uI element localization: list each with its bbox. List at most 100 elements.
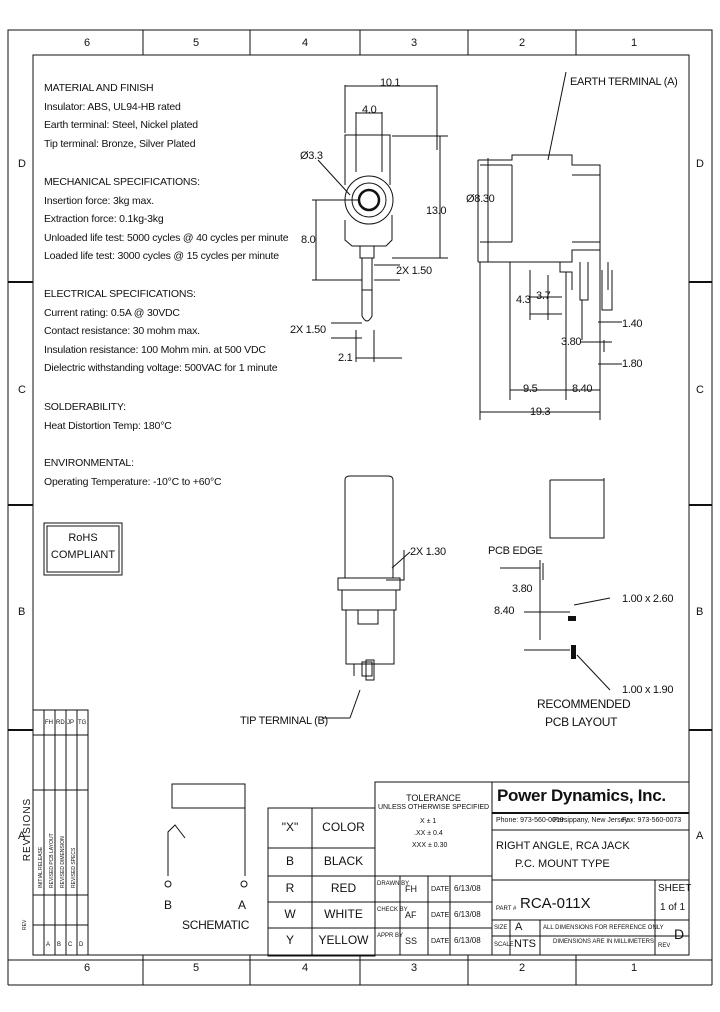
rev-desc: INITIAL RELEASE [38, 846, 44, 888]
pad-dim-1x190: 1.00 x 1.90 [622, 684, 674, 696]
rev-desc: REVISED PCB LAYOUT [49, 833, 55, 888]
title-line-1: RIGHT ANGLE, RCA JACK [496, 840, 630, 852]
row-label-b-right: B [696, 606, 704, 618]
dim-9-5: 9.5 [523, 383, 538, 395]
sheet-value: 1 of 1 [660, 902, 686, 913]
part-number: RCA-011X [520, 895, 591, 912]
tolerance-row: X ± 1 [420, 818, 437, 825]
tolerance-row: .XX ± 0.4 [414, 830, 443, 837]
spec-mechanical: MECHANICAL SPECIFICATIONS: Insertion for… [44, 173, 289, 266]
rev-desc-column: REVISED PCB LAYOUT [49, 833, 55, 888]
tolerance-row: XXX ± 0.30 [412, 842, 448, 849]
rohs-badge: RoHS COMPLIANT [47, 530, 119, 564]
bottom-body [344, 475, 394, 579]
note-reference: ALL DIMENSIONS FOR REFERENCE ONLY [543, 925, 664, 931]
dim-2x150-right: 2X 1.50 [396, 265, 432, 277]
spec-line: Contact resistance: 30 mohm max. [44, 325, 200, 337]
spec-line: Tip terminal: Bronze, Silver Plated [44, 137, 196, 150]
col-label-1-bottom: 1 [630, 962, 638, 974]
color-name: BLACK [323, 854, 364, 868]
title-line-2: P.C. MOUNT TYPE [515, 858, 610, 870]
rev-value: D [674, 926, 685, 942]
col-label-5-bottom: 5 [192, 962, 200, 974]
pad-earth [568, 616, 576, 621]
color-table: "X" COLOR B BLACK R RED W WHITE Y YELLOW [268, 808, 375, 956]
dim-19-3: 19.3 [530, 406, 551, 418]
spec-line: Loaded life test: 3000 cycles @ 15 cycle… [44, 250, 279, 262]
drawn-label: DRAWN BY [377, 881, 410, 887]
date-label: DATE [431, 886, 450, 893]
appr-date: 6/13/08 [454, 936, 481, 945]
schematic-label: SCHEMATIC [182, 918, 250, 932]
part-label: PART # [496, 906, 517, 912]
company-name: Power Dynamics, Inc. [497, 786, 666, 805]
spec-line: Operating Temperature: -10°C to +60°C [44, 475, 222, 488]
spec-line: Insulation resistance: 100 Mohm min. at … [44, 343, 266, 356]
rev-letter: B [57, 942, 62, 948]
size-value: A [515, 921, 523, 933]
appr-label: APPR BY [377, 933, 404, 939]
company-phone: Phone: 973-560-0019 [496, 817, 564, 824]
rev-col-headers: REV [22, 920, 28, 930]
revisions-label: REVISIONS [22, 797, 34, 862]
spec-line: Dielectric withstanding voltage: 500VAC … [44, 362, 278, 374]
spec-heading: ENVIRONMENTAL: [44, 457, 134, 469]
tip-terminal-label: TIP TERMINAL (B) [240, 715, 328, 727]
spec-line: Extraction force: 0.1kg-3kg [44, 213, 164, 225]
dim-1-40: 1.40 [622, 318, 643, 330]
dim-13-0: 13.0 [426, 205, 447, 217]
spec-heading: MATERIAL AND FINISH [44, 82, 154, 94]
col-label-6: 6 [83, 37, 91, 49]
row-label-a-right: A [696, 830, 704, 842]
row-label-a: A [18, 830, 26, 842]
schematic-pin-b: B [164, 898, 172, 912]
schematic-pin-a: A [238, 898, 246, 912]
note-units: DIMENSIONS ARE IN MILLIMETERS [553, 939, 655, 945]
check-label: CHECK BY [377, 907, 408, 913]
col-label-5: 5 [192, 37, 200, 49]
pcb-edge-label: PCB EDGE [488, 545, 543, 557]
pcb-dim-3-80: 3.80 [512, 583, 533, 595]
dim-4-0: 4.0 [362, 104, 377, 116]
color-code: Y [285, 933, 294, 947]
dim-2x150-left: 2X 1.50 [290, 324, 326, 336]
spec-line: Heat Distortion Temp: 180°C [44, 419, 172, 432]
spec-heading: ELECTRICAL SPECIFICATIONS: [44, 288, 196, 300]
rohs-line: RoHS [68, 532, 98, 544]
rohs-line: COMPLIANT [50, 549, 116, 561]
row-label-d-right: D [696, 158, 704, 170]
tolerance-unless: UNLESS OTHERWISE SPECIFIED [377, 804, 490, 811]
spec-heading: MECHANICAL SPECIFICATIONS: [44, 176, 200, 188]
col-label-3: 3 [410, 37, 418, 49]
rev-letter: D [79, 942, 84, 948]
scale-value: NTS [514, 938, 536, 950]
company-city: Parsippany, New Jersey [553, 817, 628, 824]
spec-line: Insulator: ABS, UL94-HB rated [44, 100, 181, 113]
rev-letter: A [46, 942, 51, 948]
pad-tip [571, 645, 576, 659]
spec-solderability: SOLDERABILITY: Heat Distortion Temp: 180… [44, 398, 172, 435]
row-label-c: C [18, 384, 26, 396]
spec-line: Unloaded life test: 5000 cycles @ 40 cyc… [44, 231, 289, 244]
rev-by: FH [45, 720, 53, 726]
spec-line: Current rating: 0.5A @ 30VDC [44, 306, 180, 319]
company-fax: Fax: 973-560-0073 [622, 817, 682, 824]
spec-electrical: ELECTRICAL SPECIFICATIONS: Current ratin… [44, 285, 278, 378]
dim-dia-3-3: Ø3.3 [300, 150, 323, 162]
check-by: AF [405, 910, 417, 920]
color-header-x: "X" [281, 820, 299, 834]
color-name: WHITE [324, 907, 363, 921]
pcb-layout-label: PCB LAYOUT [545, 715, 618, 729]
rev-desc: REVISED DIMENSION [60, 836, 66, 888]
drawn-by: FH [405, 884, 417, 894]
color-code: R [285, 881, 295, 895]
color-code: B [285, 854, 294, 868]
tolerance-title: TOLERANCE [406, 793, 461, 803]
spec-environmental: ENVIRONMENTAL: Operating Temperature: -1… [44, 454, 222, 491]
spec-material: MATERIAL AND FINISH Insulator: ABS, UL94… [44, 79, 198, 153]
rev-header: REV [22, 919, 28, 930]
rev-by: TG [78, 720, 87, 726]
dim-3-80: 3.80 [561, 336, 582, 348]
size-label: SIZE [494, 925, 508, 931]
